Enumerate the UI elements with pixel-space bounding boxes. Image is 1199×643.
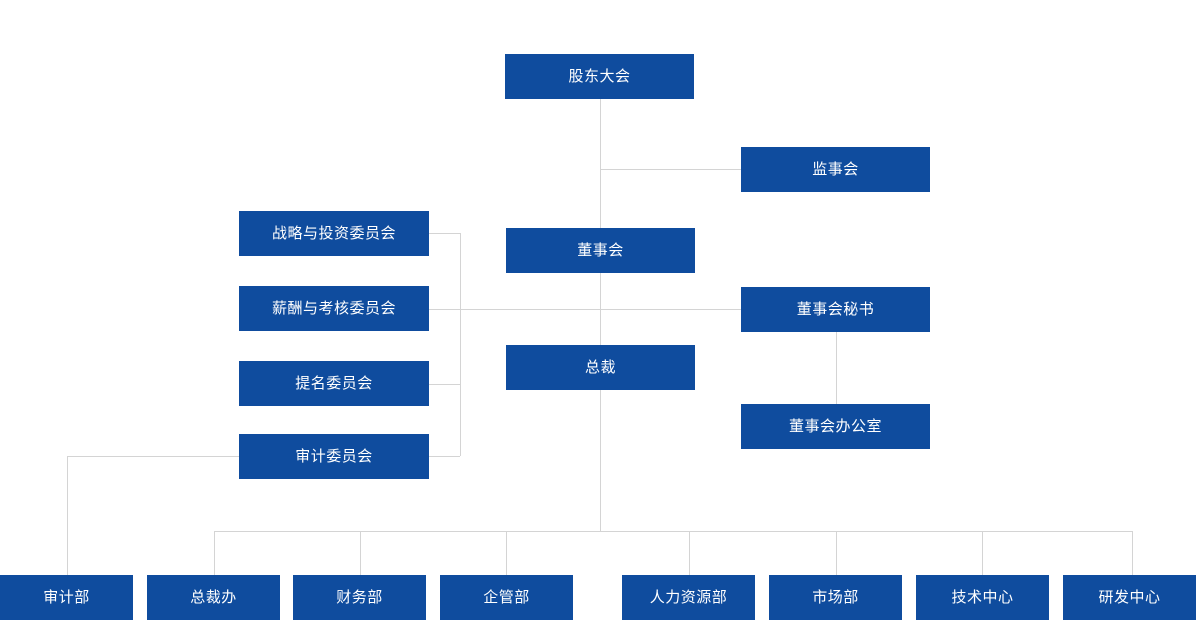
- committee-4-stub: [429, 456, 460, 457]
- node-shareholders-meeting[interactable]: 股东大会: [505, 54, 694, 99]
- committee-审计委员会[interactable]: 审计委员会: [239, 434, 429, 479]
- department-市场部[interactable]: 市场部: [769, 575, 902, 620]
- department-财务部[interactable]: 财务部: [293, 575, 426, 620]
- secretary-row-horizontal: [460, 309, 741, 310]
- department-人力资源部[interactable]: 人力资源部: [622, 575, 755, 620]
- committee-3-stub: [429, 384, 460, 385]
- drop-tech-center: [982, 531, 983, 575]
- department-技术中心[interactable]: 技术中心: [916, 575, 1049, 620]
- department-总裁办[interactable]: 总裁办: [147, 575, 280, 620]
- audit-committee-left-run: [67, 456, 239, 457]
- committee-bracket-vertical: [460, 233, 461, 456]
- drop-hr: [689, 531, 690, 575]
- department-审计部[interactable]: 审计部: [0, 575, 133, 620]
- shareholders-to-board-vertical: [600, 99, 601, 228]
- shareholders-to-supervisory: [600, 169, 741, 170]
- committee-提名委员会[interactable]: 提名委员会: [239, 361, 429, 406]
- committee-2-stub: [429, 309, 460, 310]
- department-bus-horizontal: [214, 531, 1132, 532]
- node-board-of-directors[interactable]: 董事会: [506, 228, 695, 273]
- committee-薪酬与考核委员会[interactable]: 薪酬与考核委员会: [239, 286, 429, 331]
- node-board-secretary[interactable]: 董事会秘书: [741, 287, 930, 332]
- president-to-bus-vertical: [600, 390, 601, 531]
- drop-enterprise: [506, 531, 507, 575]
- department-企管部[interactable]: 企管部: [440, 575, 573, 620]
- department-研发中心[interactable]: 研发中心: [1063, 575, 1196, 620]
- audit-committee-down-run: [67, 456, 68, 575]
- committee-1-stub: [429, 233, 460, 234]
- drop-marketing: [836, 531, 837, 575]
- committee-战略与投资委员会[interactable]: 战略与投资委员会: [239, 211, 429, 256]
- drop-presidents-office: [214, 531, 215, 575]
- secretary-to-office-vertical: [836, 332, 837, 404]
- drop-finance: [360, 531, 361, 575]
- node-president[interactable]: 总裁: [506, 345, 695, 390]
- node-board-office[interactable]: 董事会办公室: [741, 404, 930, 449]
- node-supervisory-board[interactable]: 监事会: [741, 147, 930, 192]
- drop-rnd-center: [1132, 531, 1133, 575]
